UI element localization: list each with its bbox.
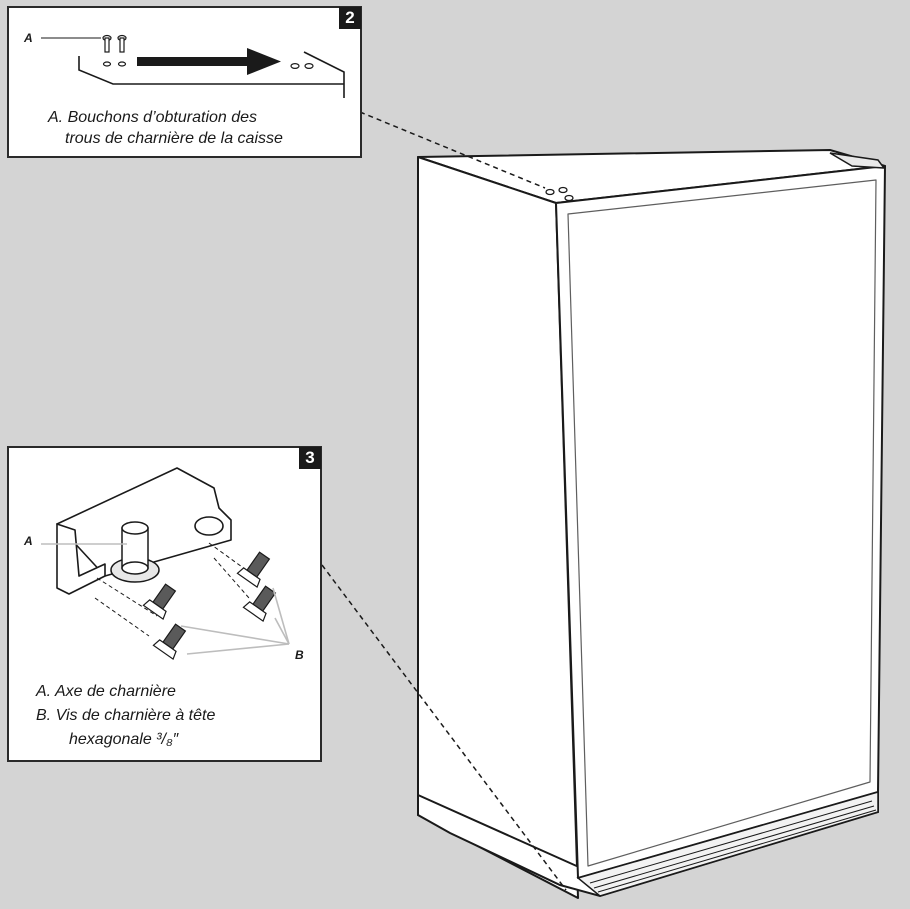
hole-plug-illustration — [41, 34, 345, 98]
arrow-right-icon — [137, 48, 281, 75]
caption-line-1: A. Bouchons d’obturation des — [48, 109, 258, 126]
callout-3: 3 — [7, 446, 322, 762]
leader-line-2 — [359, 111, 546, 189]
toe-grille — [576, 791, 879, 897]
caption-line-3: hexagonale ³/₈″ — [69, 731, 179, 748]
hinge-illustration — [41, 467, 290, 661]
top-hinge — [829, 152, 886, 169]
step-number-badge: 2 — [339, 7, 361, 29]
step-number-badge: 3 — [299, 447, 321, 469]
hole-plug-icon — [102, 34, 127, 67]
label-a: A — [24, 31, 33, 45]
callout-2: 2 A A. Bouchons d’obturation des trous d… — [7, 6, 362, 158]
hex-screw-icon — [142, 551, 277, 661]
label-b: B — [295, 648, 304, 662]
caption-line-2: B. Vis de charnière à tête — [36, 707, 216, 724]
hinge-pin-icon — [110, 521, 160, 583]
leader-line-3 — [321, 564, 567, 891]
caption-line-1: A. Axe de charnière — [36, 683, 176, 700]
caption-line-2: trous de charnière de la caisse — [65, 130, 283, 147]
label-a: A — [24, 534, 33, 548]
cabinet-hinge-holes — [545, 186, 574, 202]
hinge-bracket — [56, 467, 232, 595]
refrigerator-door — [555, 165, 886, 879]
refrigerator-cabinet — [417, 149, 886, 899]
